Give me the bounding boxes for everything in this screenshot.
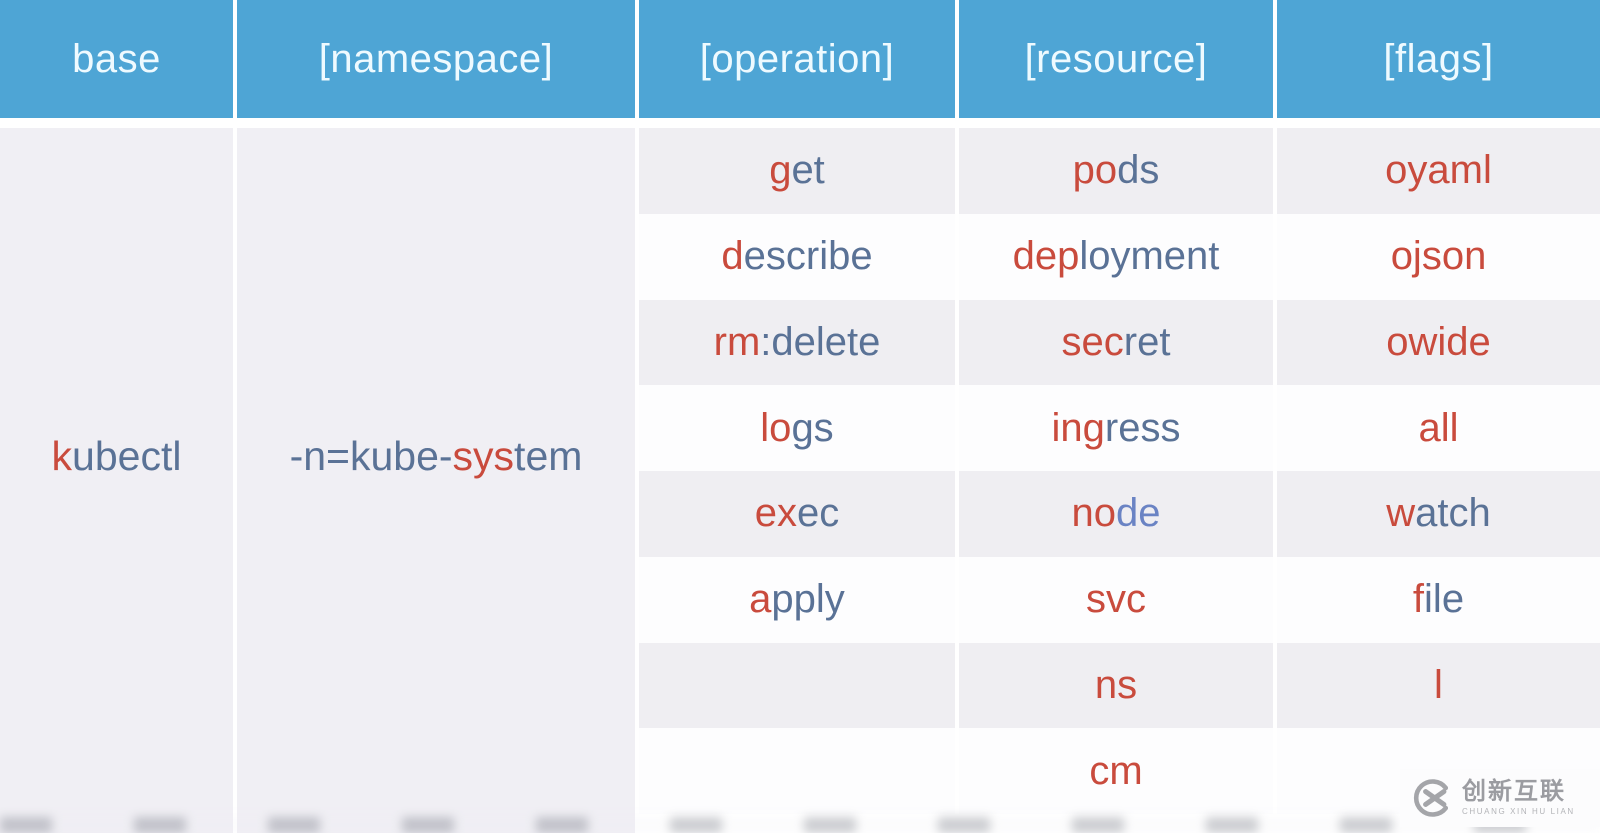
text-segment: d	[721, 234, 744, 279]
text-segment: dep	[1012, 234, 1080, 279]
text-segment: k	[51, 433, 73, 479]
text-segment: cm	[1089, 748, 1143, 793]
text-segment: gs	[791, 405, 834, 450]
resource-cell-6: svc	[959, 556, 1273, 643]
text-segment: sec	[1061, 319, 1124, 364]
text-segment: escribe	[743, 234, 873, 279]
flags-cell-2: ojson	[1277, 213, 1600, 300]
text-segment: lo	[760, 405, 792, 450]
header-cell-flags: [flags]	[1277, 0, 1600, 118]
text-segment: de	[1116, 491, 1161, 536]
header-cell-base: base	[0, 0, 233, 118]
resource-cell-7: ns	[959, 642, 1273, 729]
operation-cell-7	[639, 642, 955, 729]
watermark-cn-text: 创新互联	[1462, 778, 1566, 805]
text-segment: et	[791, 148, 825, 193]
text-segment: owide	[1386, 319, 1491, 364]
text-segment: no	[1071, 491, 1117, 536]
text-segment: ns	[1094, 662, 1138, 707]
flags-cell-4: all	[1277, 385, 1600, 471]
text-segment: tem	[514, 433, 583, 479]
text-segment: l	[1434, 662, 1443, 707]
text-segment: ec	[797, 491, 840, 536]
text-segment: ret	[1123, 319, 1171, 364]
namespace-column: -n=kube-system	[237, 128, 635, 833]
text-segment: loyment	[1079, 234, 1220, 279]
text-segment: w	[1386, 491, 1416, 536]
text-segment: pply	[771, 577, 845, 622]
text-segment: sys	[452, 433, 515, 479]
watermark: 创新互联 CHUANG XIN HU LIAN	[1400, 769, 1600, 827]
bottom-blur-strip	[0, 817, 1600, 833]
watermark-text: 创新互联 CHUANG XIN HU LIAN	[1462, 780, 1575, 816]
text-segment: g	[769, 148, 792, 193]
text-segment: oyaml	[1385, 148, 1492, 193]
operation-cell-3: rm:delete	[639, 299, 955, 386]
table-header-row: base [namespace] [operation] [resource] …	[0, 0, 1600, 118]
text-segment: ex	[754, 491, 797, 536]
text-segment: ing	[1051, 405, 1105, 450]
flags-cell-1: oyaml	[1277, 128, 1600, 214]
text-segment: svc	[1086, 577, 1146, 622]
resource-cell-8: cm	[959, 728, 1273, 814]
text-segment: a	[749, 577, 772, 622]
base-cell: kubectl	[52, 433, 182, 480]
text-segment: ds	[1117, 148, 1160, 193]
text-segment: atch	[1415, 491, 1491, 536]
text-segment: all	[1418, 405, 1459, 450]
flags-cell-3: owide	[1277, 299, 1600, 386]
text-segment: -n=kube-	[289, 433, 453, 479]
text-segment: ress	[1104, 405, 1181, 450]
watermark-latin-text: CHUANG XIN HU LIAN	[1462, 807, 1575, 816]
text-segment: ubectl	[72, 433, 182, 479]
namespace-cell: -n=kube-system	[290, 433, 583, 480]
text-segment: ojson	[1390, 234, 1487, 279]
text-segment: f	[1412, 577, 1425, 622]
operation-cell-8	[639, 728, 955, 814]
base-column: kubectl	[0, 128, 233, 833]
text-segment: :delete	[760, 319, 881, 364]
header-cell-namespace: [namespace]	[237, 0, 635, 118]
text-segment: po	[1072, 148, 1118, 193]
header-cell-resource: [resource]	[959, 0, 1273, 118]
cx-logo-icon	[1413, 779, 1449, 817]
flags-cell-7: l	[1277, 642, 1600, 729]
header-cell-operation: [operation]	[639, 0, 955, 118]
text-segment: ile	[1424, 577, 1465, 622]
text-segment: rm	[713, 319, 761, 364]
